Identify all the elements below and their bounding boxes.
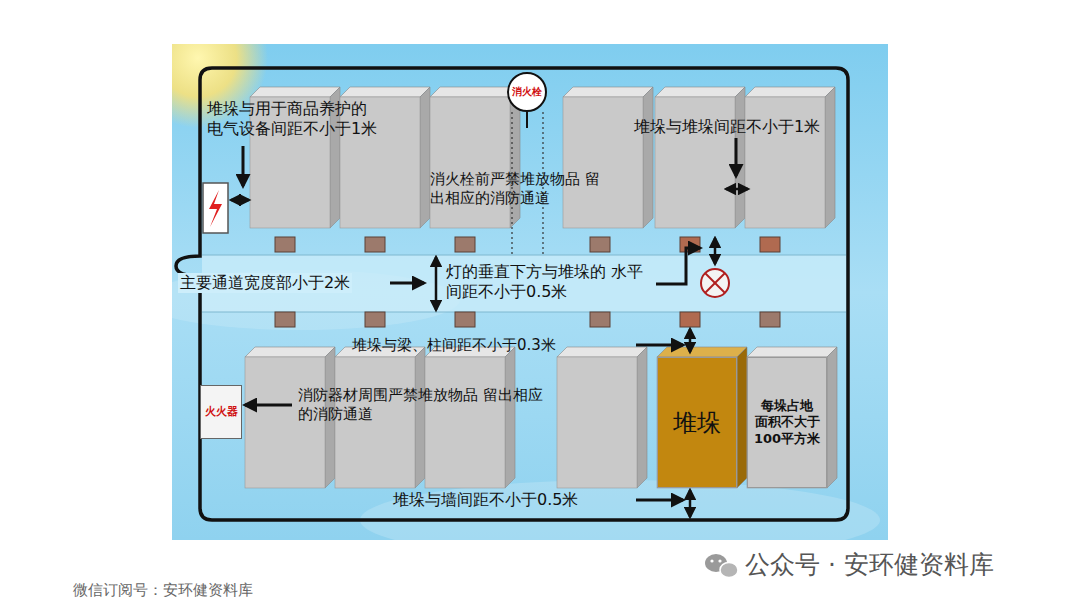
watermark: 公众号 · 安环健资料库: [745, 549, 994, 580]
column-pillar: [365, 237, 385, 252]
node-text: 堆垛: [673, 408, 721, 438]
node-text: 消火栓: [512, 86, 542, 99]
column-pillar: [680, 237, 700, 252]
stack-block: [745, 87, 835, 228]
callout-arrows: [231, 112, 748, 517]
stack-block: [430, 87, 520, 228]
callout-note: 消防器材周围严禁堆放物品 留出相应的消防通道: [298, 386, 546, 424]
node-text: 每垛占地 面积不大于 100平方米: [753, 398, 821, 447]
warehouse-wall: [176, 68, 848, 520]
stack-block: [657, 347, 747, 488]
column-pillar: [365, 312, 385, 327]
electrical-box: [203, 183, 228, 233]
lightning-symbol: [209, 190, 222, 227]
stack-area-note: 每垛占地 面积不大于 100平方米: [747, 357, 827, 488]
fire-extinguisher: 火火器: [200, 385, 242, 439]
stack-block: [655, 87, 745, 228]
column-pillar: [455, 312, 475, 327]
callout-note: 堆垛与梁、柱间距不小于0.3米: [352, 336, 556, 355]
stack-block: [747, 347, 837, 488]
sky-panel: [172, 44, 888, 540]
column-pillar: [590, 237, 610, 252]
callout-note: 堆垛与墙间距不小于0.5米: [393, 490, 578, 510]
callout-note: 堆垛与用于商品养护的 电气设备间距不小于1米: [207, 99, 382, 139]
column-pillar: [760, 312, 780, 327]
column-pillar: [275, 312, 295, 327]
stack-block: [557, 347, 647, 488]
column-pillar: [275, 237, 295, 252]
stack-block: [425, 347, 515, 488]
column-pillar: [760, 237, 780, 252]
callout-note: 主要通道宽度部小于2米: [178, 273, 352, 293]
callout-note: 灯的垂直下方与堆垛的 水平间距不小于0.5米: [446, 262, 652, 302]
column-pillar: [680, 312, 700, 327]
highlighted-stack: 堆垛: [657, 357, 737, 488]
callout-note: 消火栓前严禁堆放物品 留出相应的消防通道: [430, 170, 600, 208]
callout-note: 堆垛与堆垛间距不小于1米: [634, 117, 820, 137]
watermark: 微信订阅号：安环健资料库: [73, 581, 253, 600]
node-text: 火火器: [205, 405, 238, 419]
stack-block: [563, 87, 653, 228]
lamp-symbol: [701, 269, 729, 297]
column-pillar: [590, 312, 610, 327]
fire-hydrant: 消火栓: [507, 72, 547, 112]
wechat-icon: [705, 554, 738, 578]
column-pillar: [455, 237, 475, 252]
